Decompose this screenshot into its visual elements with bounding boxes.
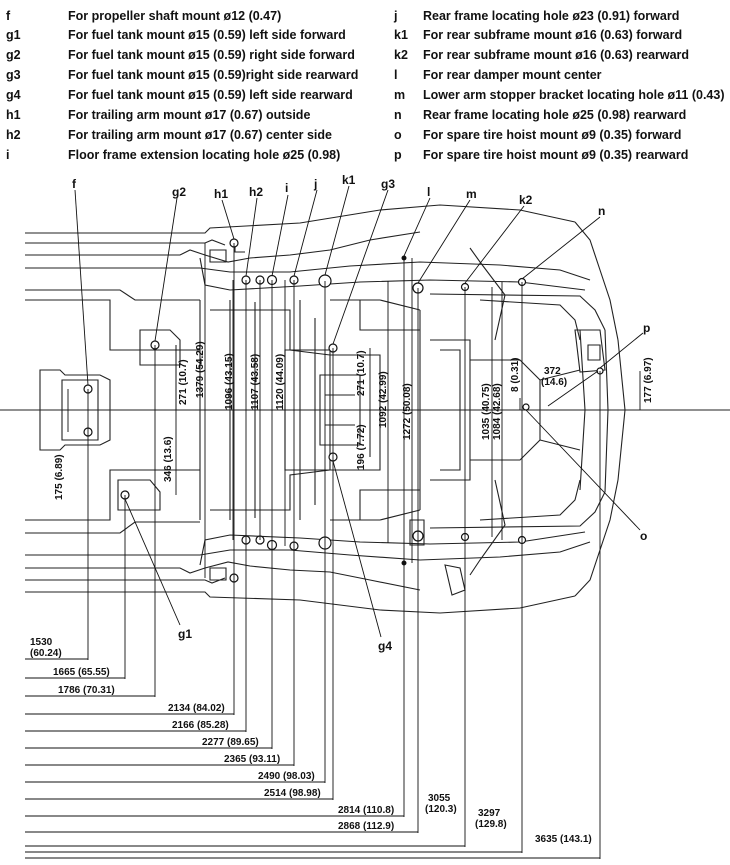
horizontal-dimension-labels: 1530 (60.24) 1665 (65.55) 1786 (70.31) 2… [30, 637, 592, 845]
dim-label-177: 177 (6.97) [643, 357, 654, 403]
legend-desc: For fuel tank mount ø15 (0.59) left side… [68, 88, 353, 102]
hole-o [522, 403, 530, 411]
dim-label-1096: 1096 (43.15) [224, 353, 235, 410]
dim-label-3055-in: (120.3) [425, 804, 457, 815]
legend-code: n [394, 108, 402, 122]
legend-code: k1 [394, 28, 408, 42]
dim-label-2490: 2490 (98.03) [258, 771, 315, 782]
dim-372-in: (14.6) [541, 377, 567, 388]
legend-code: h2 [6, 128, 21, 142]
legend-desc: Lower arm stopper bracket locating hole … [423, 88, 725, 102]
dim-label-2277: 2277 (89.65) [202, 737, 259, 748]
legend-desc: For rear subframe mount ø16 (0.63) rearw… [423, 48, 690, 62]
dim-label-2134: 2134 (84.02) [168, 703, 225, 714]
callout-n: n [598, 204, 605, 218]
callout-labels: f g2 h1 h2 i j k1 g3 l m k2 n p o g1 g4 [72, 173, 650, 653]
legend-desc: For trailing arm mount ø17 (0.67) center… [68, 128, 332, 142]
callout-f: f [72, 177, 77, 191]
legend-desc: For fuel tank mount ø15 (0.59)right side… [68, 68, 359, 82]
dim-372-mm: 372 [544, 366, 561, 377]
dim-372-label: 372 (14.6) [541, 366, 567, 388]
legend-desc: For rear damper mount center [423, 68, 602, 82]
legend-desc: For rear subframe mount ø16 (0.63) forwa… [423, 28, 683, 42]
legend-desc: For fuel tank mount ø15 (0.59) left side… [68, 28, 346, 42]
dim-label-2365: 2365 (93.11) [224, 754, 280, 765]
dim-label-175: 175 (6.89) [54, 454, 65, 500]
dim-label-1786: 1786 (70.31) [58, 685, 115, 696]
legend-code: p [394, 148, 402, 162]
legend-code: k2 [394, 48, 408, 62]
legend-code: g4 [6, 88, 21, 102]
dim-label-1379: 1379 (54.29) [195, 341, 206, 398]
dim-label-1530-mm: 1530 [30, 637, 53, 648]
dim-label-1084: 1084 (42.68) [492, 383, 503, 440]
dim-label-3055-mm: 3055 [428, 793, 451, 804]
legend-code: i [6, 148, 10, 162]
callout-h1: h1 [214, 187, 228, 201]
callout-g2: g2 [172, 185, 186, 199]
dim-label-3297-in: (129.8) [475, 819, 507, 830]
dim-label-346: 346 (13.6) [163, 436, 174, 482]
legend-desc: For spare tire hoist mount ø9 (0.35) rea… [423, 148, 689, 162]
legend-desc: For spare tire hoist mount ø9 (0.35) for… [423, 128, 682, 142]
dim-label-1272: 1272 (50.08) [402, 383, 413, 440]
callout-l: l [427, 185, 430, 199]
dim-label-3297-mm: 3297 [478, 808, 501, 819]
dim-label-271b: 271 (10.7) [356, 350, 367, 396]
dim-label-1035: 1035 (40.75) [481, 383, 492, 440]
legend-desc: For fuel tank mount ø15 (0.59) right sid… [68, 48, 355, 62]
legend-desc: Floor frame extension locating hole ø25 … [68, 148, 341, 162]
legend-code: h1 [6, 108, 21, 122]
legend-code: g1 [6, 28, 21, 42]
callout-j: j [313, 177, 317, 191]
dim-label-271a: 271 (10.7) [178, 359, 189, 405]
dim-label-1107: 1107 (43.58) [250, 354, 261, 410]
callout-k1: k1 [342, 173, 356, 187]
dim-label-2814: 2814 (110.8) [338, 805, 394, 816]
callout-o: o [640, 529, 647, 543]
dim-label-1530-in: (60.24) [30, 648, 62, 659]
callout-m: m [466, 187, 477, 201]
legend: f For propeller shaft mount ø12 (0.47) g1… [0, 0, 730, 170]
dim-label-1092: 1092 (42.99) [378, 371, 389, 428]
callout-p: p [643, 321, 650, 335]
legend-code: g3 [6, 68, 21, 82]
legend-desc: For propeller shaft mount ø12 (0.47) [68, 9, 282, 23]
vertical-dimension-lines [67, 243, 641, 578]
legend-code: l [394, 68, 398, 82]
legend-desc: Rear frame locating hole ø25 (0.98) rear… [423, 108, 687, 122]
legend-code: f [6, 9, 11, 23]
dim-label-1120: 1120 (44.09) [275, 354, 286, 410]
legend-desc: For trailing arm mount ø17 (0.67) outsid… [68, 108, 311, 122]
dim-label-196: 196 (7.72) [356, 424, 367, 470]
legend-desc: Rear frame locating hole ø23 (0.91) forw… [423, 9, 680, 23]
legend-code: m [394, 88, 406, 102]
callout-i: i [285, 181, 288, 195]
dim-label-2868: 2868 (112.9) [338, 821, 394, 832]
dim-label-8: 8 (0.31) [510, 358, 521, 392]
legend-code: o [394, 128, 402, 142]
callout-k2: k2 [519, 193, 533, 207]
dim-label-3635: 3635 (143.1) [535, 834, 592, 845]
callout-g4: g4 [378, 639, 392, 653]
callout-g1: g1 [178, 627, 192, 641]
legend-code: g2 [6, 48, 21, 62]
dim-label-1665: 1665 (65.55) [53, 667, 110, 678]
callout-h2: h2 [249, 185, 263, 199]
dim-label-2514: 2514 (98.98) [264, 788, 321, 799]
dim-label-2166: 2166 (85.28) [172, 720, 229, 731]
callout-leaders [74, 185, 644, 638]
callout-g3: g3 [381, 177, 395, 191]
legend-code: j [394, 9, 398, 23]
horizontal-dimension-lines [25, 243, 601, 859]
vertical-dimension-labels: 175 (6.89) 346 (13.6) 271 (10.7) 1379 (5… [54, 341, 654, 500]
